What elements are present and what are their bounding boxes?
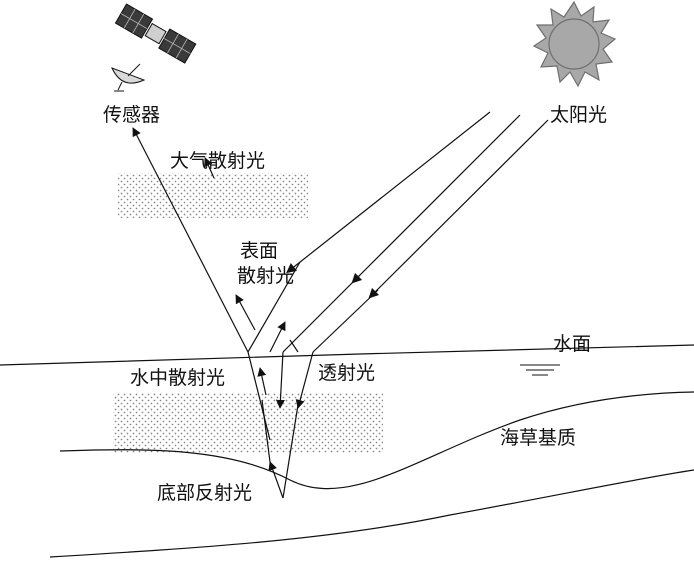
surface-scatter-label-line2: 散射光 — [237, 265, 295, 287]
bottom-reflect-line — [261, 399, 271, 463]
sun-ray-1-cont — [247, 261, 301, 353]
seabed-line — [59, 391, 694, 490]
water-surface-line — [0, 344, 694, 366]
sunlight-label: 太阳光 — [550, 104, 608, 126]
sun-ray-3 — [368, 119, 549, 299]
seagrass-substrate-label: 海草基质 — [500, 427, 577, 449]
surface-scatter-label-line1: 表面 — [240, 240, 279, 262]
bottom-reflect-label: 底部反射光 — [157, 482, 253, 504]
sun-ray-3-cont — [312, 289, 379, 353]
satellite-icon — [111, 3, 197, 92]
refracted-ray-middle — [275, 351, 285, 409]
transmitted-to-bottom — [282, 404, 299, 499]
water-ripple-icon — [520, 364, 560, 376]
surface-scatter-label: 表面 散射光 — [237, 240, 295, 287]
underwater-paths — [247, 351, 314, 499]
surface-scatter-arrow — [235, 294, 256, 331]
atmospheric-path-to-sensor — [132, 127, 249, 353]
sun-ray-1 — [286, 111, 491, 274]
upwelling-arrow-right — [289, 339, 299, 353]
water-column-haze — [113, 393, 383, 453]
underwater-scatter-arrow — [257, 367, 267, 396]
refracted-ray-right — [295, 351, 314, 409]
upwelling-arrow-left — [269, 321, 286, 353]
sensor-label: 传感器 — [103, 104, 161, 126]
transmitted-label: 透射光 — [318, 362, 376, 384]
surface-paths — [132, 127, 299, 353]
sun-ray-2 — [351, 114, 521, 284]
bottom-line — [49, 469, 694, 558]
underwater-scatter-label: 水中散射光 — [130, 367, 226, 389]
sun-ray-2-cont — [282, 274, 361, 353]
sun-icon — [532, 0, 617, 88]
sunlight-rays — [247, 111, 549, 353]
atmospheric-scatter-label: 大气散射光 — [170, 150, 266, 172]
atmosphere-haze — [118, 173, 308, 218]
bottom-reflect-up — [268, 461, 284, 499]
refracted-ray-left — [247, 351, 271, 441]
atmospheric-scatter-arrow — [204, 157, 215, 179]
water-surface-label: 水面 — [553, 333, 592, 355]
